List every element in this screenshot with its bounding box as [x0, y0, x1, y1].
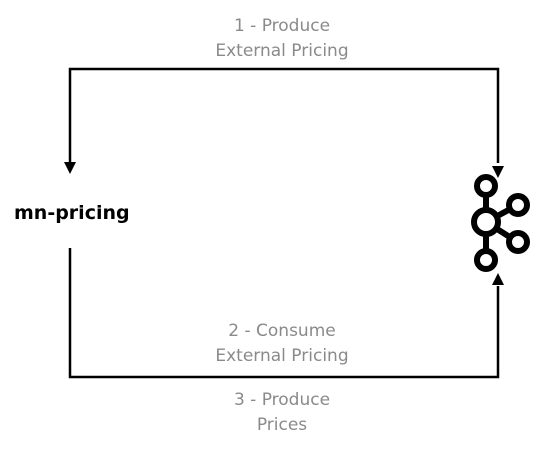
edge-1-arrowhead-left — [64, 162, 76, 174]
kafka-icon — [471, 174, 530, 272]
mn-pricing-node: mn-pricing — [14, 202, 130, 224]
edge-2-label: 2 - Consume External Pricing — [152, 319, 412, 369]
edge-3-step: 3 - Produce — [233, 390, 331, 410]
edge-3-topic: Prices — [256, 415, 308, 435]
edge-1-step: 1 - Produce — [233, 16, 331, 36]
edge-2-step: 2 - Consume — [228, 321, 336, 341]
edge-3-label: 3 - Produce Prices — [152, 388, 412, 438]
edge-1-arrowhead-right — [492, 166, 504, 178]
edge-2-topic: External Pricing — [215, 346, 349, 366]
edge-3-arrowhead-up — [492, 273, 504, 285]
edge-1-label: 1 - Produce External Pricing — [152, 14, 412, 64]
edge-1-produce-external-pricing — [68, 67, 500, 171]
edge-2-3-bottom-loop — [68, 248, 500, 379]
edge-1-topic: External Pricing — [215, 41, 349, 61]
